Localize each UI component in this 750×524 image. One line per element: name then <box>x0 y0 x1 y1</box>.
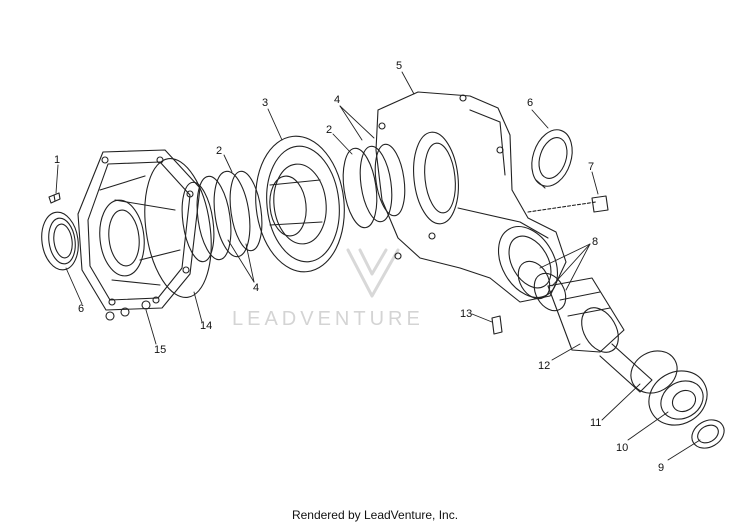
callout-4-lower: 4 <box>253 282 260 294</box>
callout-11: 11 <box>590 417 602 429</box>
main-housing-part-5 <box>375 91 567 303</box>
pin-part-13 <box>491 315 503 335</box>
callout-6-right: 6 <box>527 97 534 109</box>
callout-12: 12 <box>538 360 551 372</box>
seal-part-9 <box>691 419 725 449</box>
washers-part-15 <box>105 300 151 321</box>
pinion-shaft-part-12 <box>547 277 653 393</box>
o-ring-part-14 <box>144 157 212 299</box>
callout-8: 8 <box>592 236 599 248</box>
callout-2-right: 2 <box>326 124 333 136</box>
callout-5: 5 <box>396 60 403 72</box>
leader-lines <box>55 71 701 461</box>
seal-left-part-6 <box>41 211 79 271</box>
callout-7: 7 <box>588 161 595 173</box>
left-cover <box>77 149 201 311</box>
callout-10: 10 <box>616 442 629 454</box>
ring-part-11 <box>630 350 678 394</box>
screw-part-1 <box>48 192 61 204</box>
callout-6-left: 6 <box>78 303 85 315</box>
footer-credit: Rendered by LeadVenture, Inc. <box>291 508 459 522</box>
callout-15: 15 <box>154 344 167 356</box>
callout-3: 3 <box>262 97 269 109</box>
seals-part-8 <box>517 260 567 312</box>
callout-14: 14 <box>200 320 213 332</box>
pin-part-7 <box>527 195 609 213</box>
ring-gear-part-3 <box>255 135 345 273</box>
callout-2-left: 2 <box>216 145 223 157</box>
callout-1: 1 <box>54 154 61 166</box>
watermark-text: LEADVENTURE <box>232 308 424 330</box>
callout-9: 9 <box>658 462 665 474</box>
bearing-part-10 <box>648 370 708 426</box>
callout-13: 13 <box>460 308 473 320</box>
callout-4-upper: 4 <box>334 94 341 106</box>
rings-left-parts-2-4 <box>181 170 263 263</box>
watermark-logo <box>346 248 400 298</box>
seal-right-part-6 <box>531 129 573 189</box>
rings-right-parts-2-4 <box>342 143 406 229</box>
